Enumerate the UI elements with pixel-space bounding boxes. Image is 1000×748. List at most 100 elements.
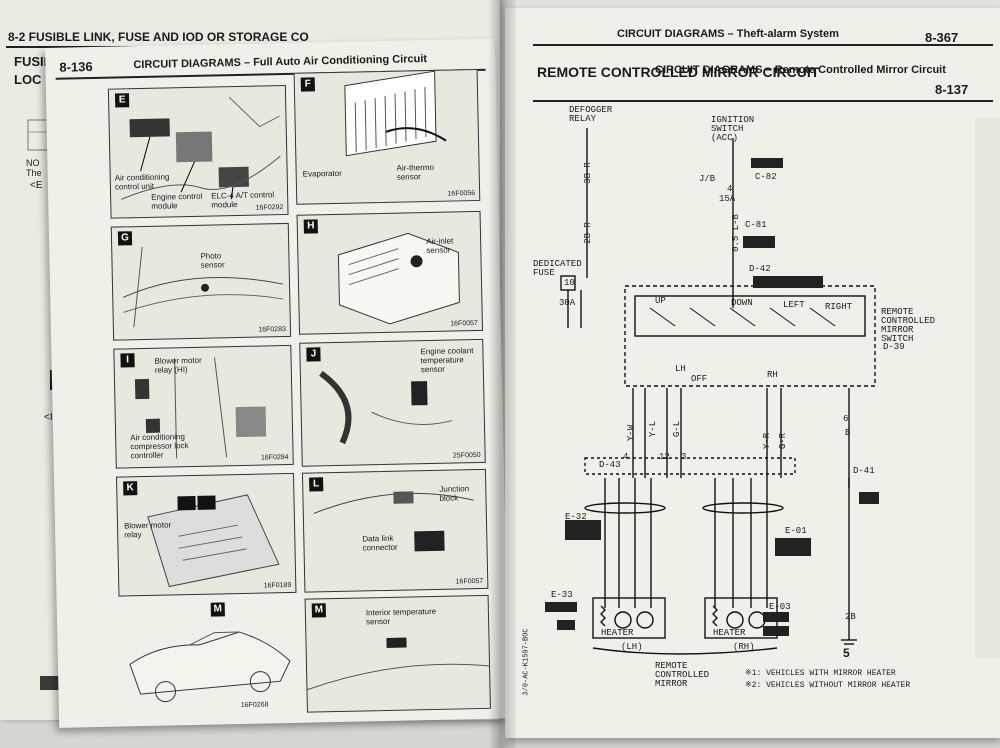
wire-gl: G-L [672, 420, 683, 438]
photo-code: 16F0284 [260, 453, 289, 462]
label-e01: E-01 [785, 526, 807, 536]
label-lh-paren: (LH) [621, 642, 643, 652]
label-fuse-15a: 15A [719, 194, 736, 204]
photo-caption: Engine control module [151, 191, 203, 211]
wire-2br: 2B-R [582, 222, 593, 244]
photo-m-car: M 16F0268 [119, 601, 297, 715]
photo-label: L [309, 477, 324, 492]
label-e32: E-32 [565, 512, 587, 522]
photo-e: E Air conditioning control unit Engine c… [107, 84, 289, 219]
photo-caption: Blower motor relay (HI) [154, 355, 202, 375]
photo-code: 25F0050 [452, 451, 481, 460]
pin-4: 4 [623, 452, 629, 462]
right-page-header: CIRCUIT DIAGRAMS – Remote Controlled Mir… [655, 64, 946, 76]
photo-label: J [306, 347, 321, 362]
photo-g: G Photo sensor 16F0283 [110, 222, 292, 341]
photo-label: M [210, 602, 225, 617]
top-rule [533, 44, 993, 46]
label-ignition-switch: IGNITION SWITCH (ACC) [711, 115, 755, 143]
left-page-title: CIRCUIT DIAGRAMS – Full Auto Air Conditi… [133, 53, 428, 72]
wire-3br: 3B-R [582, 162, 593, 184]
back-page-fragment: NO [26, 158, 40, 168]
photo-label: K [123, 481, 138, 496]
label-c81: C-81 [745, 220, 767, 230]
label-up: UP [655, 296, 666, 306]
photo-h: H Air-inlet sensor 16F0057 [296, 210, 484, 335]
label-heater-rh: HEATER [713, 628, 746, 638]
diagram-title: REMOTE CONTROLLED MIRROR CIRCUIT [537, 64, 820, 80]
photo-i: I Blower motor relay (HI) Air conditioni… [113, 344, 294, 469]
photo-m-sensor: M Interior temperature sensor [304, 594, 491, 713]
label-rh-paren: (RH) [733, 642, 755, 652]
photo-label: H [303, 219, 318, 234]
ground-number: 5 [843, 646, 850, 660]
photo-code: 16F0292 [255, 204, 284, 212]
wiring-diagram [545, 118, 1000, 658]
wire-05bl: 0.5 L-B [730, 214, 741, 252]
theft-alarm-page-number: 8-367 [925, 30, 959, 45]
label-left: LEFT [783, 300, 805, 310]
photo-j: J Engine coolant temperature sensor 25F0… [299, 338, 486, 467]
photo-caption: Photo sensor [200, 251, 225, 270]
note-2: ※2: VEHICLES WITHOUT MIRROR HEATER [745, 681, 911, 690]
wire-yr: Y-R [762, 432, 773, 450]
label-off: OFF [691, 374, 708, 384]
photo-code: 16F0057 [455, 577, 484, 586]
photo-label: I [120, 353, 135, 368]
label-switch-name: REMOTE CONTROLLED MIRROR SWITCH [881, 307, 936, 344]
photo-caption: Air-inlet sensor [426, 236, 454, 256]
right-page-number: 8-137 [935, 82, 969, 97]
back-page-fragment: The [26, 168, 42, 178]
label-down: DOWN [731, 298, 753, 308]
label-fuse-num: 4 [727, 184, 733, 194]
back-page-header: 8-2 FUSIBLE LINK, FUSE AND IOD OR STORAG… [8, 30, 309, 44]
label-heater-lh: HEATER [601, 628, 634, 638]
photo-caption: Junction block [439, 484, 470, 503]
label-right: RIGHT [825, 302, 853, 312]
label-switch-conn: D-39 [883, 342, 905, 352]
left-page-number: 8-136 [59, 59, 93, 75]
label-dedicated-fuse: DEDICATED FUSE [533, 259, 582, 278]
note-1: ※1: VEHICLES WITH MIRROR HEATER [745, 669, 896, 678]
pin-12: 12 [659, 452, 670, 462]
photo-k: K Blower motor relay 16F0189 [115, 472, 297, 597]
photo-caption: Data link connector [362, 533, 398, 553]
photo-caption: Air-thermo sensor [396, 162, 435, 182]
right-page: CIRCUIT DIAGRAMS – Theft-alarm System 8-… [505, 8, 1000, 738]
pin-3: 3 [681, 452, 687, 462]
wire-2b: 2B [845, 612, 856, 622]
label-mirror-name: REMOTE CONTROLLED MIRROR [655, 661, 710, 689]
label-jb: J/B [699, 174, 716, 184]
label-e33: E-33 [551, 590, 573, 600]
photo-caption: Interior temperature sensor [365, 606, 437, 627]
label-lh: LH [675, 364, 686, 374]
label-defogger-relay: DEFOGGER RELAY [569, 105, 613, 124]
label-fuse-30a: 30A [559, 298, 576, 308]
wire-b: B [845, 428, 851, 438]
wire-yl: Y-L [648, 420, 659, 438]
photo-caption: Engine coolant temperature sensor [420, 346, 474, 375]
photo-code: 16F0056 [447, 190, 476, 198]
label-c82: C-82 [755, 172, 777, 182]
label-d41: D-41 [853, 466, 875, 476]
label-rh: RH [767, 370, 778, 380]
wire-gr: G-R [778, 432, 789, 450]
photo-f: F Evaporator Air-thermo sensor 16F0056 [293, 68, 481, 205]
photo-label: E [114, 93, 130, 108]
back-page-fragment: <E [30, 180, 43, 191]
label-d43: D-43 [599, 460, 621, 470]
label-d42: D-42 [749, 264, 771, 274]
label-e03: E-03 [769, 602, 791, 612]
label-fuse-10: 10 [564, 278, 575, 288]
photo-label: F [300, 77, 315, 92]
photo-l: L Junction block Data link connector 16F… [301, 468, 489, 593]
margin-code: 3/0-AC-K1507-BOC [522, 628, 531, 696]
wire-yw: Y-W [626, 424, 637, 442]
theft-alarm-header: CIRCUIT DIAGRAMS – Theft-alarm System [617, 28, 839, 40]
photo-caption: Air conditioning control unit [114, 172, 170, 192]
back-page-subtitle-b: LOC [14, 72, 42, 87]
left-page: 8-136 CIRCUIT DIAGRAMS – Full Auto Air C… [45, 38, 510, 728]
photo-code: 16F0283 [258, 326, 287, 334]
photo-label: M [311, 603, 326, 618]
